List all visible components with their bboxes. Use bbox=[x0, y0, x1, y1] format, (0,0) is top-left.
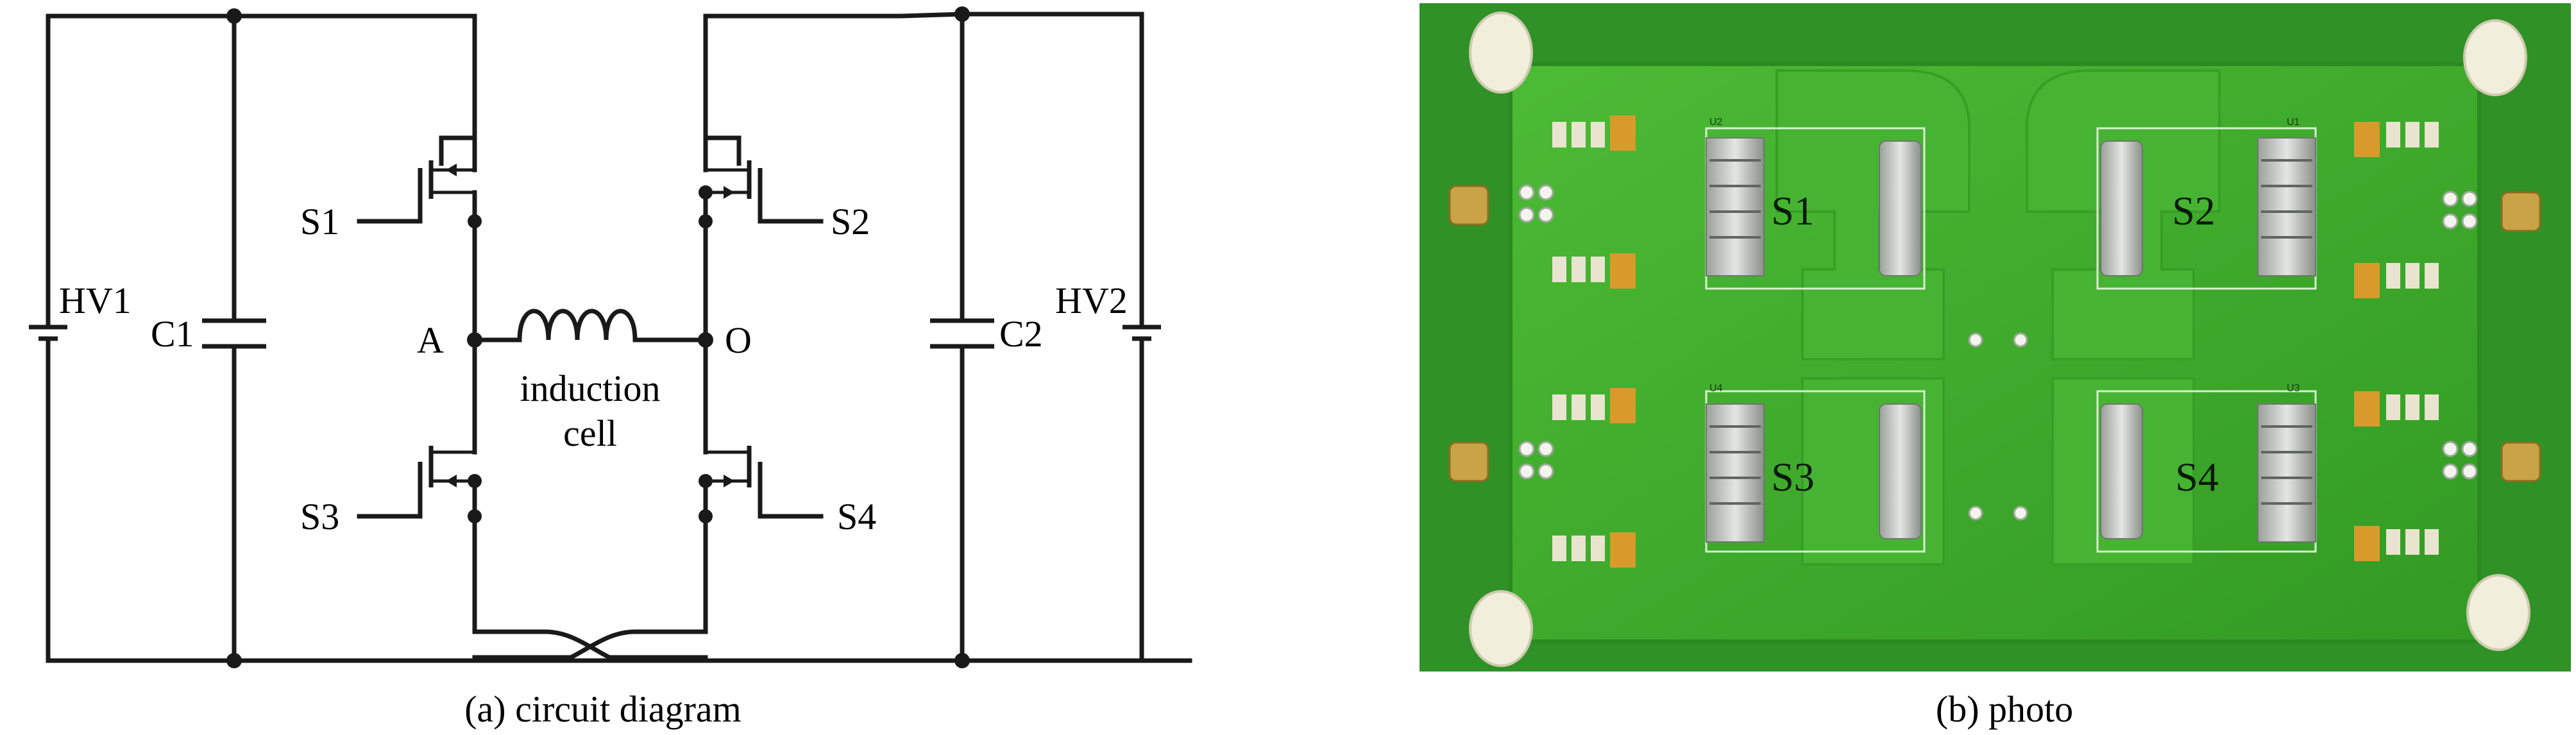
s1-mosfet bbox=[357, 135, 482, 342]
node-o-dot bbox=[698, 332, 713, 348]
s4-label: S4 bbox=[837, 496, 876, 537]
induction-cell-inductor bbox=[472, 308, 708, 342]
via-holes bbox=[1518, 184, 2478, 521]
ic-pin-lines bbox=[1709, 159, 2312, 505]
ic-label-u3: U3 bbox=[2287, 383, 2300, 394]
caption-b: (b) photo bbox=[1936, 688, 2073, 730]
c1-capacitor bbox=[202, 318, 266, 375]
s1-label: S1 bbox=[300, 201, 339, 242]
c1-label: C1 bbox=[151, 313, 194, 355]
ic-label-u4: U4 bbox=[1709, 383, 1723, 394]
crossover-wires bbox=[472, 629, 708, 660]
circuit-diagram: HV1 C1 C2 HV2 S1 bbox=[29, 6, 1192, 730]
s2-mosfet bbox=[699, 135, 824, 342]
junction-dot bbox=[226, 653, 242, 668]
circuit-diagram-panel: HV1 C1 C2 HV2 S1 bbox=[29, 6, 1192, 730]
standoff-posts bbox=[1469, 12, 2530, 667]
node-a-label: A bbox=[417, 319, 444, 361]
ic-label-u1: U1 bbox=[2287, 117, 2300, 128]
photo-s2-label: S2 bbox=[2172, 188, 2216, 233]
c2-label: C2 bbox=[999, 313, 1043, 355]
hv1-source bbox=[29, 325, 67, 378]
hv2-source bbox=[1123, 325, 1161, 378]
ic-label-u2: U2 bbox=[1709, 117, 1723, 128]
node-o-label: O bbox=[725, 319, 752, 361]
c2-capacitor bbox=[930, 318, 994, 375]
junction-dot bbox=[954, 6, 970, 22]
outer-wiring bbox=[46, 12, 1192, 663]
photo-s4-label: S4 bbox=[2175, 454, 2219, 500]
inductor-label-line1: induction bbox=[520, 368, 660, 409]
caption-a: (a) circuit diagram bbox=[464, 688, 741, 730]
photo-s1-label: S1 bbox=[1771, 188, 1815, 233]
node-a-dot bbox=[467, 332, 482, 348]
s3-label: S3 bbox=[300, 496, 339, 537]
sma-connectors bbox=[1448, 185, 2541, 482]
pcb-board bbox=[1509, 62, 2481, 643]
photo-s3-label: S3 bbox=[1771, 454, 1815, 500]
pcb-photo-panel: U2 U1 U4 U3 S1 S2 S3 S4 (b) photo bbox=[1418, 0, 2576, 732]
s2-label: S2 bbox=[831, 201, 870, 242]
passive-components bbox=[1552, 115, 2439, 568]
s3-mosfet bbox=[357, 337, 482, 634]
s4-mosfet bbox=[699, 337, 824, 634]
hv2-label: HV2 bbox=[1055, 280, 1128, 321]
junction-dot bbox=[954, 653, 970, 668]
inductor-label-line2: cell bbox=[563, 412, 617, 454]
junction-dot bbox=[226, 8, 242, 24]
pcb-photo: U2 U1 U4 U3 S1 S2 S3 S4 (b) photo bbox=[1419, 3, 2571, 730]
gan-switch-pads bbox=[1879, 140, 2143, 539]
hv1-label: HV1 bbox=[59, 280, 131, 321]
